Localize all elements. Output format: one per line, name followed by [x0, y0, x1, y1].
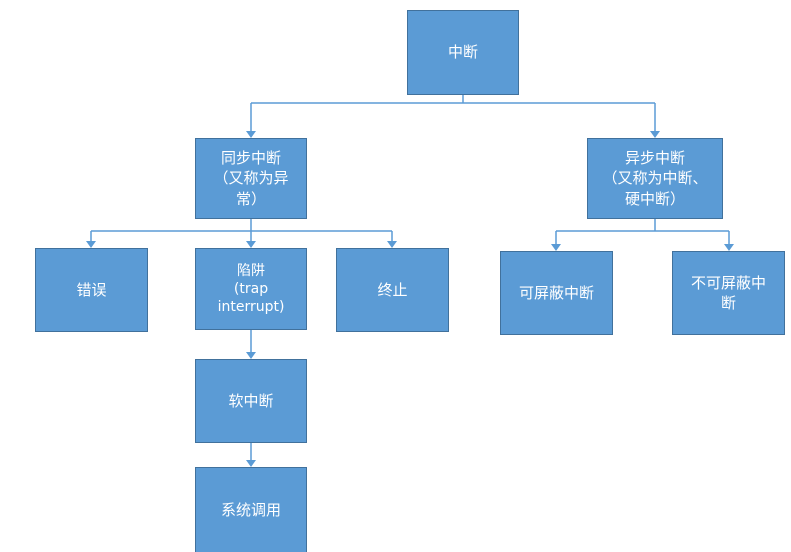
arrowhead-nonmaskable [724, 244, 734, 251]
arrowhead-abort [387, 241, 397, 248]
node-system-call: 系统调用 [195, 467, 307, 552]
arrowhead-async [650, 131, 660, 138]
node-abort: 终止 [336, 248, 449, 332]
node-async-interrupt: 异步中断 （又称为中断、 硬中断） [587, 138, 723, 219]
node-trap: 陷阱 (trap interrupt) [195, 248, 307, 330]
arrowhead-soft [246, 352, 256, 359]
node-interrupt: 中断 [407, 10, 519, 95]
node-sync-interrupt: 同步中断 （又称为异 常） [195, 138, 307, 219]
arrowhead-syscall [246, 460, 256, 467]
node-nonmaskable-interrupt: 不可屏蔽中 断 [672, 251, 785, 335]
arrowhead-trap [246, 241, 256, 248]
node-error: 错误 [35, 248, 148, 332]
arrowhead-sync [246, 131, 256, 138]
arrowhead-error [86, 241, 96, 248]
node-soft-interrupt: 软中断 [195, 359, 307, 443]
node-maskable-interrupt: 可屏蔽中断 [500, 251, 613, 335]
arrowhead-maskable [551, 244, 561, 251]
